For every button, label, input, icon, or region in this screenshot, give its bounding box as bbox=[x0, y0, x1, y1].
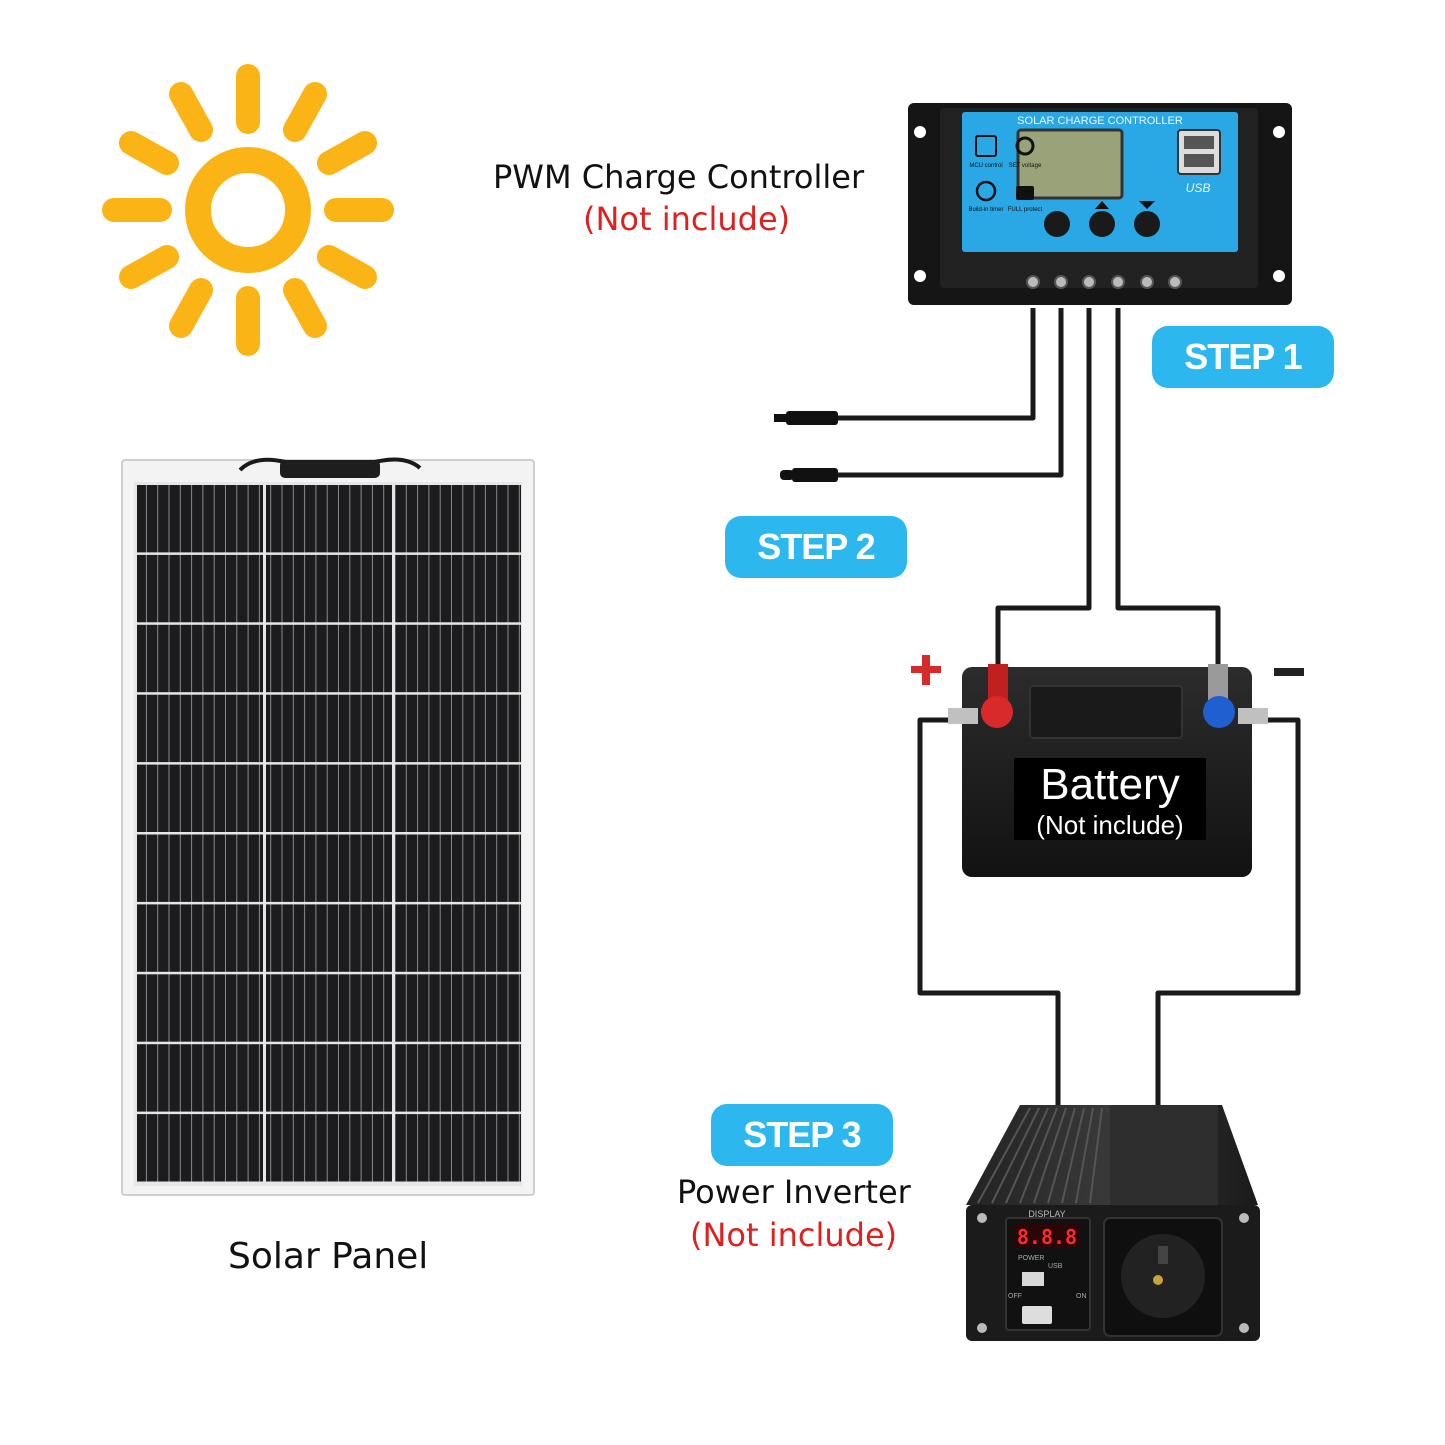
solar-cell bbox=[137, 554, 263, 623]
solar-cell bbox=[266, 974, 392, 1042]
inverter-fin bbox=[1089, 1107, 1103, 1204]
solar-cell bbox=[266, 554, 392, 623]
battery-negative-terminal bbox=[1203, 664, 1268, 728]
solar-cell bbox=[266, 1114, 392, 1182]
solar-cell bbox=[266, 904, 392, 972]
step-2-badge: STEP 2 bbox=[725, 516, 907, 578]
battery bbox=[948, 664, 1268, 877]
inverter-off-label: OFF bbox=[1008, 1293, 1022, 1300]
inverter-on-label: ON bbox=[1076, 1293, 1087, 1300]
solar-cell bbox=[137, 834, 263, 902]
solar-panel-label: Solar Panel bbox=[228, 1236, 429, 1277]
inverter-fin bbox=[991, 1107, 1040, 1204]
controller-note: (Not include) bbox=[583, 200, 791, 238]
solar-cell bbox=[395, 1114, 521, 1182]
solar-cell bbox=[266, 1044, 392, 1112]
solar-cell bbox=[395, 485, 521, 553]
inverter-fin bbox=[1005, 1107, 1049, 1204]
step-1-badge: STEP 1 bbox=[1152, 326, 1334, 388]
controller-panel-header: SOLAR CHARGE CONTROLLER bbox=[1017, 115, 1183, 127]
battery-label: Battery bbox=[1040, 760, 1180, 809]
solar-cell bbox=[137, 1114, 263, 1182]
inverter-usb-label: USB bbox=[1048, 1263, 1063, 1270]
inverter-display-label: DISPLAY bbox=[1028, 1209, 1065, 1219]
solar-cell bbox=[395, 834, 521, 902]
solar-cell bbox=[266, 694, 392, 763]
controller-usb-label: USB bbox=[1186, 181, 1211, 195]
controller-label: PWM Charge Controller bbox=[493, 158, 865, 196]
mc4-connectors bbox=[774, 411, 838, 482]
solar-cell bbox=[395, 554, 521, 623]
inverter-display-value: 8.8.8 bbox=[1017, 1225, 1077, 1249]
inverter-fin bbox=[1033, 1107, 1067, 1204]
solar-cell bbox=[137, 974, 263, 1042]
controller-icon-timer-label: Build-in timer bbox=[968, 207, 1003, 213]
solar-cell bbox=[395, 624, 521, 693]
controller-icon-full-label: FULL protect bbox=[1008, 207, 1043, 213]
controller-icon-mcu-label: MCU control bbox=[969, 163, 1002, 169]
inverter-fin bbox=[977, 1107, 1031, 1204]
inverter-fin bbox=[1075, 1107, 1094, 1204]
solar-cell bbox=[395, 764, 521, 832]
solar-panel bbox=[121, 457, 535, 1196]
inverter-fin bbox=[1061, 1107, 1085, 1204]
plus-sign bbox=[911, 655, 941, 685]
solar-cell bbox=[395, 904, 521, 972]
inverter-power-label: POWER bbox=[1018, 1255, 1044, 1262]
solar-cell bbox=[395, 1044, 521, 1112]
battery-note: (Not include) bbox=[1036, 810, 1184, 840]
inverter-fin bbox=[1019, 1107, 1058, 1204]
solar-cell bbox=[137, 904, 263, 972]
solar-cell bbox=[395, 694, 521, 763]
battery-positive-terminal bbox=[948, 664, 1013, 728]
solar-cell bbox=[266, 764, 392, 832]
controller-icon-set-label: SET voltage bbox=[1009, 163, 1042, 169]
inverter-fin bbox=[1047, 1107, 1076, 1204]
sun-icon bbox=[102, 64, 394, 356]
solar-cell bbox=[266, 624, 392, 693]
solar-cell bbox=[266, 834, 392, 902]
step-3-badge: STEP 3 bbox=[711, 1104, 893, 1166]
solar-cell bbox=[137, 1044, 263, 1112]
solar-cell bbox=[137, 764, 263, 832]
solar-cell bbox=[137, 485, 263, 553]
power-inverter: DISPLAY 8.8.8 POWER USB OFF ON bbox=[966, 1105, 1260, 1341]
solar-cell bbox=[137, 694, 263, 763]
minus-sign bbox=[1274, 668, 1304, 676]
solar-cell bbox=[266, 485, 392, 553]
solar-cell bbox=[137, 624, 263, 693]
wires bbox=[838, 308, 1301, 1105]
charge-controller: SOLAR CHARGE CONTROLLER USB MCU control … bbox=[908, 103, 1292, 305]
inverter-note: (Not include) bbox=[690, 1216, 898, 1254]
inverter-label: Power Inverter bbox=[677, 1173, 911, 1211]
solar-cell bbox=[395, 974, 521, 1042]
